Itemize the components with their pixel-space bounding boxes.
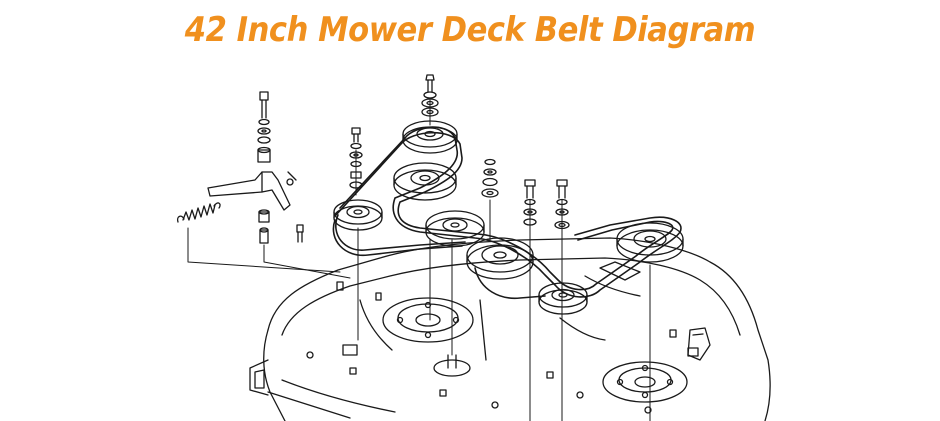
pulley-right-spindle	[538, 282, 588, 315]
pulley-top-idler	[402, 120, 458, 154]
left-spindle-plate	[382, 297, 474, 343]
pulley-far-right	[616, 222, 684, 263]
mower-deck-housing	[249, 237, 771, 421]
pulley-upper-center	[393, 162, 457, 201]
bolt-stack-center-right	[523, 179, 537, 226]
bolt-stack-top	[421, 74, 439, 117]
belt-diagram	[176, 74, 771, 421]
bolt-stack-upper-left	[349, 127, 363, 189]
idler-arm-assembly	[207, 91, 304, 244]
assembly-leader-lines	[187, 99, 651, 421]
center-spindle-plate	[433, 354, 471, 377]
bolt-stack-right	[554, 179, 570, 230]
drive-belt	[332, 126, 682, 300]
tension-spring	[176, 202, 221, 223]
pulley-center-spindle	[425, 210, 485, 247]
pulley-left-spindle	[333, 199, 383, 231]
idler-bolt-stack	[481, 158, 499, 198]
right-spindle-plate	[602, 361, 688, 403]
page-title: 42 Inch Mower Deck Belt Diagram	[184, 10, 756, 50]
pulley-large-center	[466, 237, 534, 280]
